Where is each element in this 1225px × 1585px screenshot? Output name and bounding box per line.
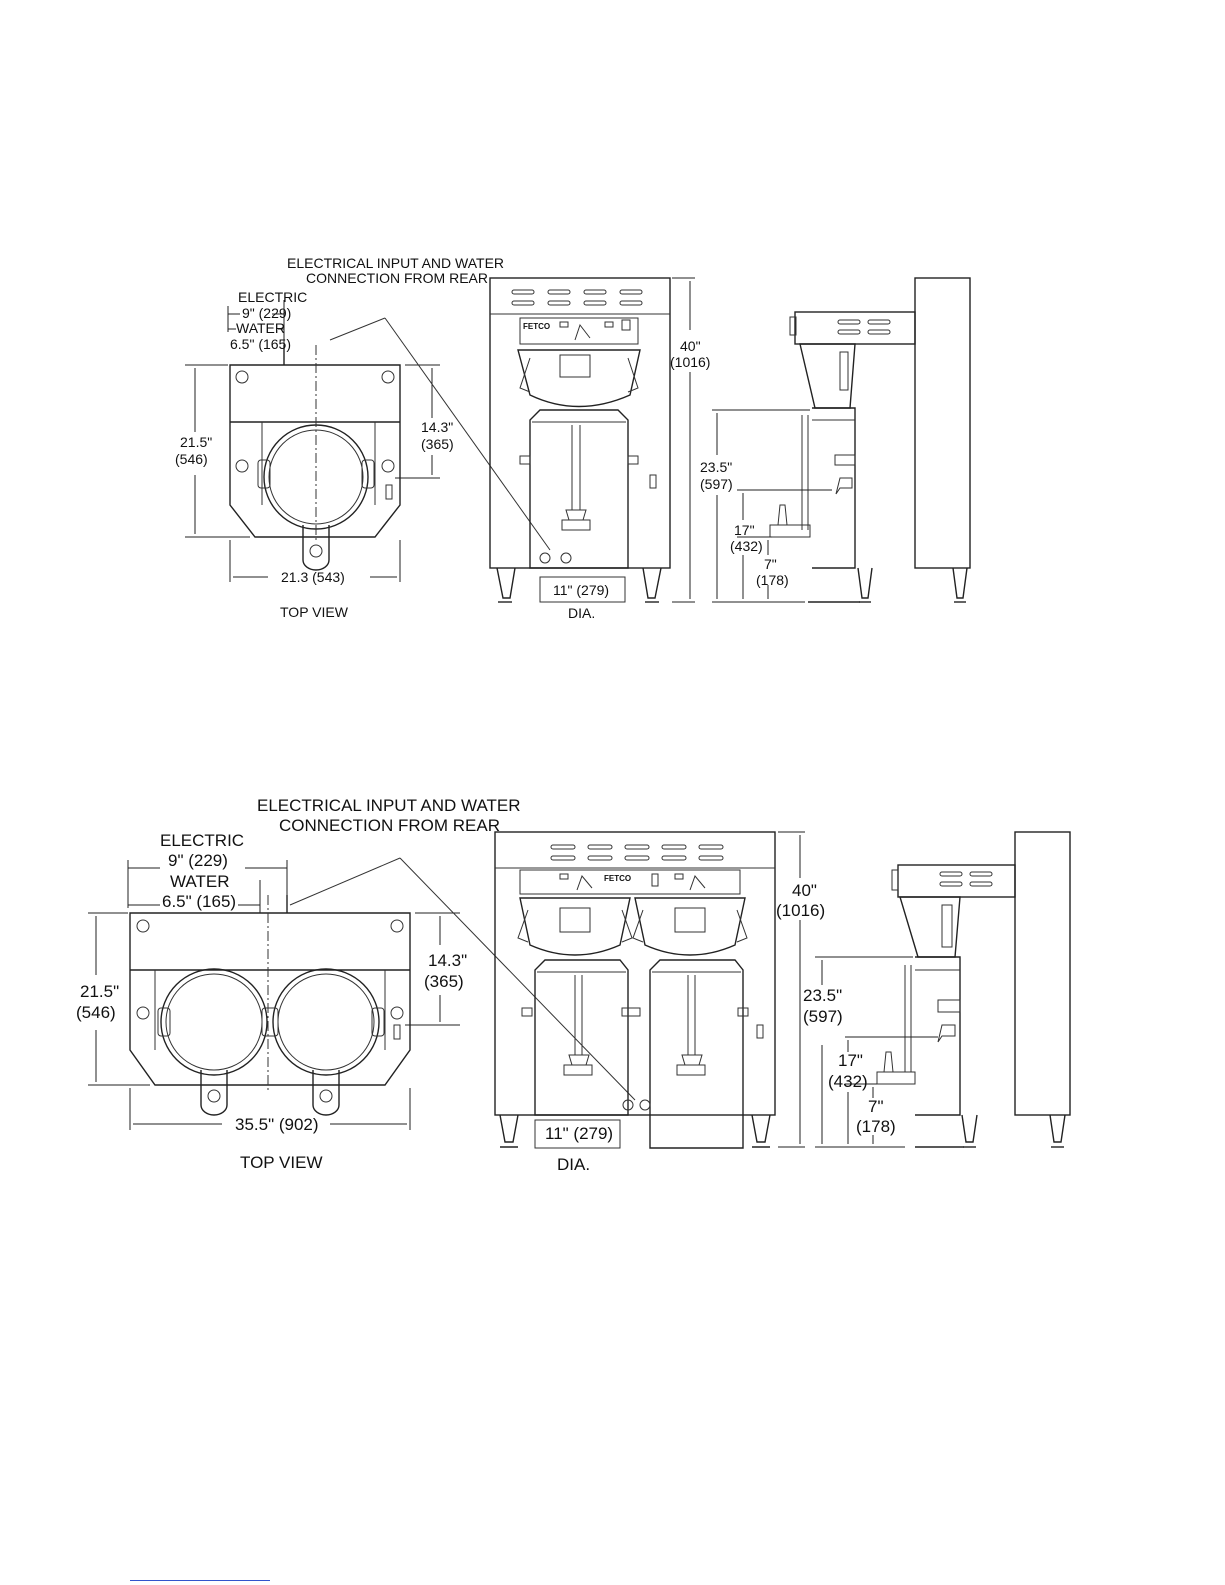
twin-top-body-outline <box>129 912 411 1086</box>
twin-center-mm: (365) <box>424 972 464 991</box>
single-top-rear-leader <box>329 317 386 341</box>
single-top-mount-hole <box>381 459 395 473</box>
single-top-mount-hole <box>235 370 249 384</box>
twin-height-in: 40" <box>792 881 817 900</box>
twin-brew-basket-right <box>634 897 746 956</box>
twin-top-mount-hole <box>390 1006 404 1020</box>
twin-side-hood <box>897 864 1016 898</box>
twin-side-h3-in: 7" <box>868 1097 884 1116</box>
single-center-mm: (365) <box>421 436 454 452</box>
single-front-leg <box>642 567 662 599</box>
twin-figure: ELECTRICAL INPUT AND WATER CONNECTION FR… <box>76 796 1071 1174</box>
single-front-leg <box>496 567 516 599</box>
twin-dia-dim: 11" (279) <box>545 1124 613 1143</box>
single-side-view: 23.5" (597) 17" (432) 7" (178) <box>700 277 971 603</box>
single-front-urn <box>529 409 629 569</box>
twin-top-faucet-left <box>200 1070 228 1116</box>
footer-link-underline <box>130 1580 270 1581</box>
twin-front-urn-left <box>534 959 629 1116</box>
single-depth-in: 21.5" <box>180 434 212 450</box>
twin-side-h1-in: 23.5" <box>803 986 842 1005</box>
twin-side-h2-mm: (432) <box>828 1072 868 1091</box>
twin-top-rear-leader <box>289 857 401 906</box>
twin-side-urn <box>915 956 961 1116</box>
single-width-dim: 21.3 (543) <box>281 569 345 585</box>
twin-width-dim: 35.5" (902) <box>235 1115 319 1134</box>
twin-top-urn-circle-right <box>272 968 380 1076</box>
single-control-panel <box>519 317 639 345</box>
twin-electric-dim: 9" (229) <box>168 851 228 870</box>
twin-top-view: ELECTRICAL INPUT AND WATER CONNECTION FR… <box>76 796 636 1172</box>
twin-top-mount-hole <box>136 919 150 933</box>
twin-side-h2-in: 17" <box>838 1051 863 1070</box>
single-side-cabinet <box>914 277 971 569</box>
twin-dia-label: DIA. <box>557 1155 590 1174</box>
single-side-h3-in: 7" <box>764 556 777 572</box>
single-top-faucet <box>302 525 330 571</box>
twin-electrical-note-line1: ELECTRICAL INPUT AND WATER <box>257 796 521 815</box>
twin-front-view: FETCO <box>494 831 825 1174</box>
twin-front-cabinet <box>494 831 776 1116</box>
single-brew-basket <box>517 349 641 408</box>
twin-side-h1-mm: (597) <box>803 1007 843 1026</box>
twin-water-label: WATER <box>170 872 230 891</box>
twin-brew-basket-left <box>519 897 631 956</box>
single-center-in: 14.3" <box>421 419 453 435</box>
single-figure: ELECTRICAL INPUT AND WATER CONNECTION FR… <box>175 255 971 621</box>
single-side-h3-mm: (178) <box>756 572 789 588</box>
twin-side-cabinet <box>1014 831 1071 1116</box>
twin-side-basket <box>899 896 961 958</box>
single-top-mount-hole <box>381 370 395 384</box>
single-electric-label: ELECTRIC <box>238 289 307 305</box>
single-front-vents <box>511 289 643 306</box>
twin-electrical-note-line2: CONNECTION FROM REAR <box>279 816 500 835</box>
single-top-view-caption: TOP VIEW <box>280 604 349 620</box>
twin-top-mount-hole <box>390 919 404 933</box>
twin-depth-in: 21.5" <box>80 982 119 1001</box>
twin-control-panel <box>519 869 741 895</box>
single-side-h2-mm: (432) <box>730 538 763 554</box>
twin-height-mm: (1016) <box>776 901 825 920</box>
single-electrical-note-line1: ELECTRICAL INPUT AND WATER <box>287 255 504 271</box>
twin-top-faucet-right <box>312 1070 340 1116</box>
single-height-mm: (1016) <box>670 354 710 370</box>
single-side-hood <box>794 311 916 345</box>
single-side-h1-in: 23.5" <box>700 459 732 475</box>
single-water-label: WATER <box>236 320 285 336</box>
twin-brand-logo: FETCO <box>604 874 631 883</box>
single-electrical-note-line2: CONNECTION FROM REAR <box>306 270 488 286</box>
single-dia-label: DIA. <box>568 605 595 621</box>
twin-center-in: 14.3" <box>428 951 467 970</box>
twin-front-leg <box>499 1114 519 1143</box>
single-water-dim: 6.5" (165) <box>230 336 291 352</box>
twin-electric-label: ELECTRIC <box>160 831 244 850</box>
single-top-body-outline <box>229 364 401 538</box>
single-side-h2-in: 17" <box>734 522 755 538</box>
twin-front-vents <box>550 844 724 861</box>
twin-top-view-caption: TOP VIEW <box>240 1153 323 1172</box>
single-side-h1-mm: (597) <box>700 476 733 492</box>
twin-side-view: 23.5" (597) 17" (432) 7" (178) <box>803 831 1071 1148</box>
twin-side-h3-mm: (178) <box>856 1117 896 1136</box>
twin-front-urn-right <box>649 959 744 1149</box>
twin-front-leg <box>751 1114 771 1143</box>
single-side-urn <box>812 407 856 569</box>
single-height-in: 40" <box>680 338 701 354</box>
single-front-view: FETCO <box>489 277 710 621</box>
single-top-view: ELECTRICAL INPUT AND WATER CONNECTION FR… <box>175 255 551 620</box>
single-electric-dim: 9" (229) <box>242 305 291 321</box>
twin-top-mount-hole <box>136 1006 150 1020</box>
single-dia-dim: 11" (279) <box>553 582 609 598</box>
single-top-mount-hole <box>235 459 249 473</box>
single-side-basket <box>799 343 856 409</box>
single-depth-mm: (546) <box>175 451 208 467</box>
twin-water-dim: 6.5" (165) <box>162 892 236 911</box>
twin-depth-mm: (546) <box>76 1003 116 1022</box>
single-front-cabinet <box>489 277 671 569</box>
single-brand-logo: FETCO <box>523 322 550 331</box>
twin-top-urn-circle-left <box>160 968 268 1076</box>
